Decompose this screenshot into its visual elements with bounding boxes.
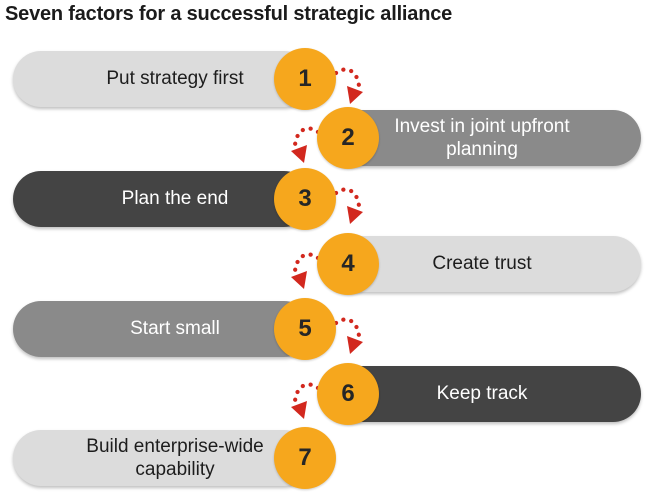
dotted-arrow-left-icon — [291, 382, 321, 419]
step-number-badge-7: 7 — [274, 427, 336, 489]
step-number-badge-3: 3 — [274, 168, 336, 230]
dotted-arrow-right-icon — [333, 317, 363, 354]
step-number-badge-6: 6 — [317, 363, 379, 425]
step-number-badge-5: 5 — [274, 298, 336, 360]
step-number-2: 2 — [341, 124, 355, 151]
dotted-arrow-right-icon — [333, 187, 363, 224]
flow-arrow-1-2 — [331, 62, 371, 108]
step-label-7: Build enterprise-wide capability — [86, 435, 264, 480]
step-number-6: 6 — [341, 380, 355, 407]
flow-arrow-2-3 — [283, 121, 323, 167]
dotted-arrow-left-icon — [291, 126, 321, 163]
step-number-5: 5 — [298, 315, 312, 342]
dotted-arrow-left-icon — [291, 252, 321, 289]
step-number-badge-2: 2 — [317, 107, 379, 169]
step-label-3: Plan the end — [121, 188, 229, 210]
step-number-1: 1 — [298, 65, 312, 92]
step-label-5: Start small — [130, 318, 220, 340]
step-pill-3: Plan the end — [13, 171, 312, 227]
diagram-title: Seven factors for a successful strategic… — [5, 3, 453, 25]
step-label-1: Put strategy first — [106, 68, 244, 90]
dotted-arrow-right-icon — [333, 67, 363, 104]
step-number-badge-1: 1 — [274, 48, 336, 110]
step-label-2: Invest in joint upfront planning — [394, 115, 570, 160]
step-pill-7: Build enterprise-wide capability — [13, 430, 312, 486]
flow-arrow-5-6 — [331, 312, 371, 358]
step-number-4: 4 — [341, 250, 355, 277]
step-number-badge-4: 4 — [317, 233, 379, 295]
step-pill-1: Put strategy first — [13, 51, 312, 107]
flow-arrow-3-4 — [331, 182, 371, 228]
flow-arrow-6-7 — [283, 377, 323, 423]
step-number-7: 7 — [298, 444, 312, 471]
step-pill-5: Start small — [13, 301, 312, 357]
step-number-3: 3 — [298, 185, 312, 212]
step-label-4: Create trust — [432, 253, 532, 275]
step-label-6: Keep track — [436, 383, 528, 405]
flow-arrow-4-5 — [283, 247, 323, 293]
